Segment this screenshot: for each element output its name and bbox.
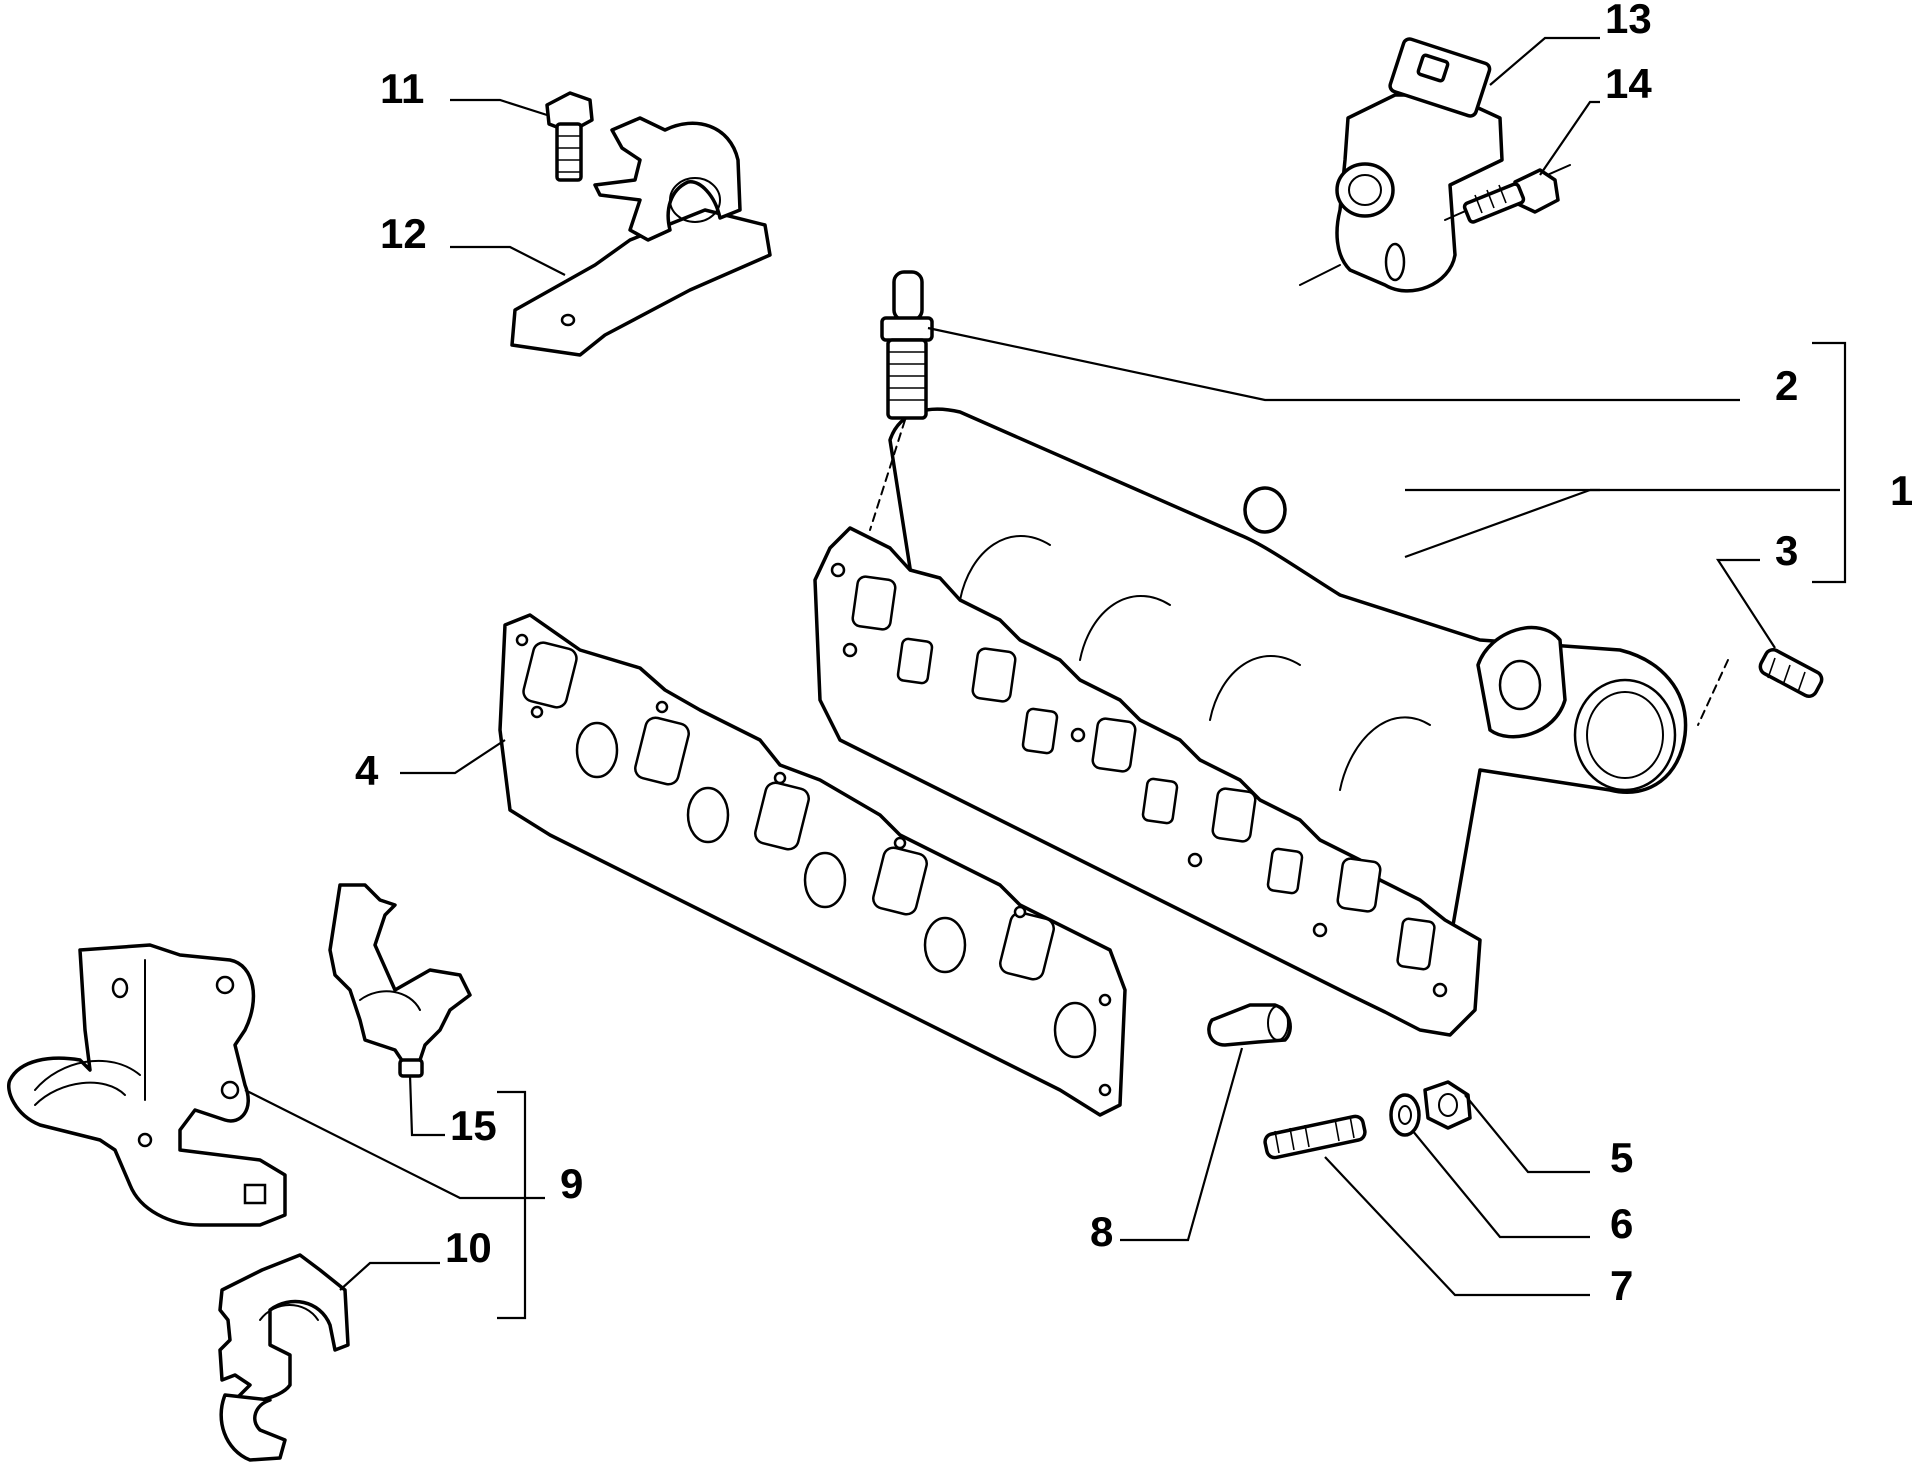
stud-icon [1697,648,1824,726]
label-part-3: 3 [1775,527,1798,574]
label-part-1: 1 [1890,467,1912,514]
plug-icon [1207,1003,1292,1047]
label-part-7: 7 [1610,1262,1633,1309]
intake-manifold-icon [813,407,1688,1037]
label-part-4: 4 [355,747,379,794]
hose-fitting-stud-icon [869,270,934,531]
label-part-2: 2 [1775,362,1798,409]
label-part-8: 8 [1090,1208,1113,1255]
clip-icon [328,883,472,1078]
leader-lines [244,36,1847,1320]
stud-icon [1263,1114,1367,1160]
part-number-labels: 1 2 3 4 5 6 7 8 9 10 11 12 13 14 15 [355,0,1912,1309]
nut-icon [1423,1080,1472,1130]
label-part-14: 14 [1605,60,1652,107]
bolt-icon [545,91,594,182]
support-bracket-icon [7,943,287,1227]
label-part-9: 9 [560,1160,583,1207]
label-part-13: 13 [1605,0,1652,42]
bracket-icon [510,116,772,357]
label-part-12: 12 [380,210,427,257]
manifold-gasket-icon [498,613,1127,1117]
sensor-icon [1299,37,1571,293]
washer-icon [1389,1093,1421,1137]
label-part-15: 15 [450,1102,497,1149]
clip-icon [218,1253,350,1462]
label-part-10: 10 [445,1224,492,1271]
label-part-11: 11 [380,65,424,112]
label-part-5: 5 [1610,1134,1633,1181]
bolt-icon [1462,168,1560,224]
label-part-6: 6 [1610,1200,1633,1247]
